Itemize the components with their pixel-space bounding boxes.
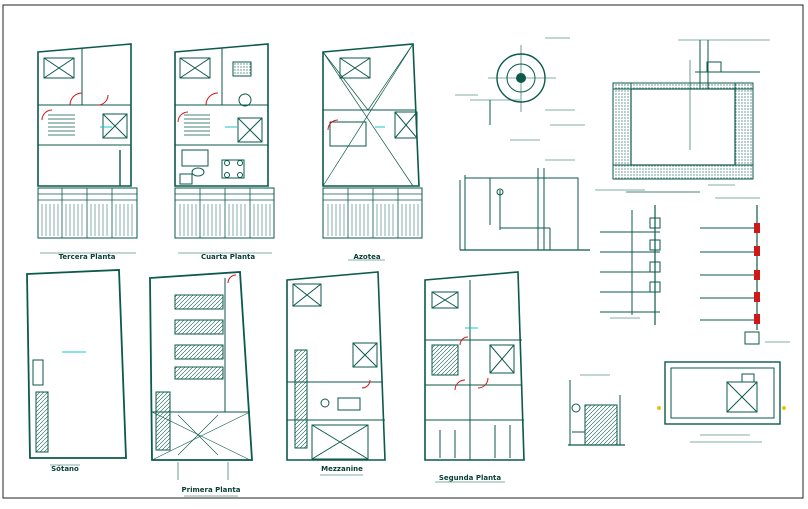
label-primera-planta: Primera Planta [182, 486, 241, 494]
sheet-border [2, 4, 804, 499]
label-tercera-planta: Tercera Planta [59, 253, 116, 261]
label-sotano: Sótano [51, 465, 79, 473]
label-azotea: Azotea [353, 253, 380, 261]
plan-cuarta-planta [174, 43, 275, 254]
plan-primera-planta [149, 271, 253, 497]
detail-riser-elevation [459, 139, 590, 251]
detail-riser-diagram-2 [700, 197, 790, 345]
plan-azotea [322, 43, 423, 261]
plan-mezzanine [286, 271, 386, 476]
detail-riser-diagram-1 [595, 189, 661, 325]
label-cuarta-planta: Cuarta Planta [201, 253, 255, 261]
detail-circular-tank [455, 37, 585, 126]
plan-sotano [26, 269, 127, 466]
detail-cistern-plan [657, 361, 786, 443]
plan-segunda-planta [424, 271, 525, 483]
label-segunda-planta: Segunda Planta [439, 474, 502, 482]
detail-cistern-section [612, 39, 770, 193]
label-mezzanine: Mezzanine [321, 465, 363, 473]
detail-stair-section [568, 374, 625, 446]
plan-tercera-planta [37, 43, 138, 254]
